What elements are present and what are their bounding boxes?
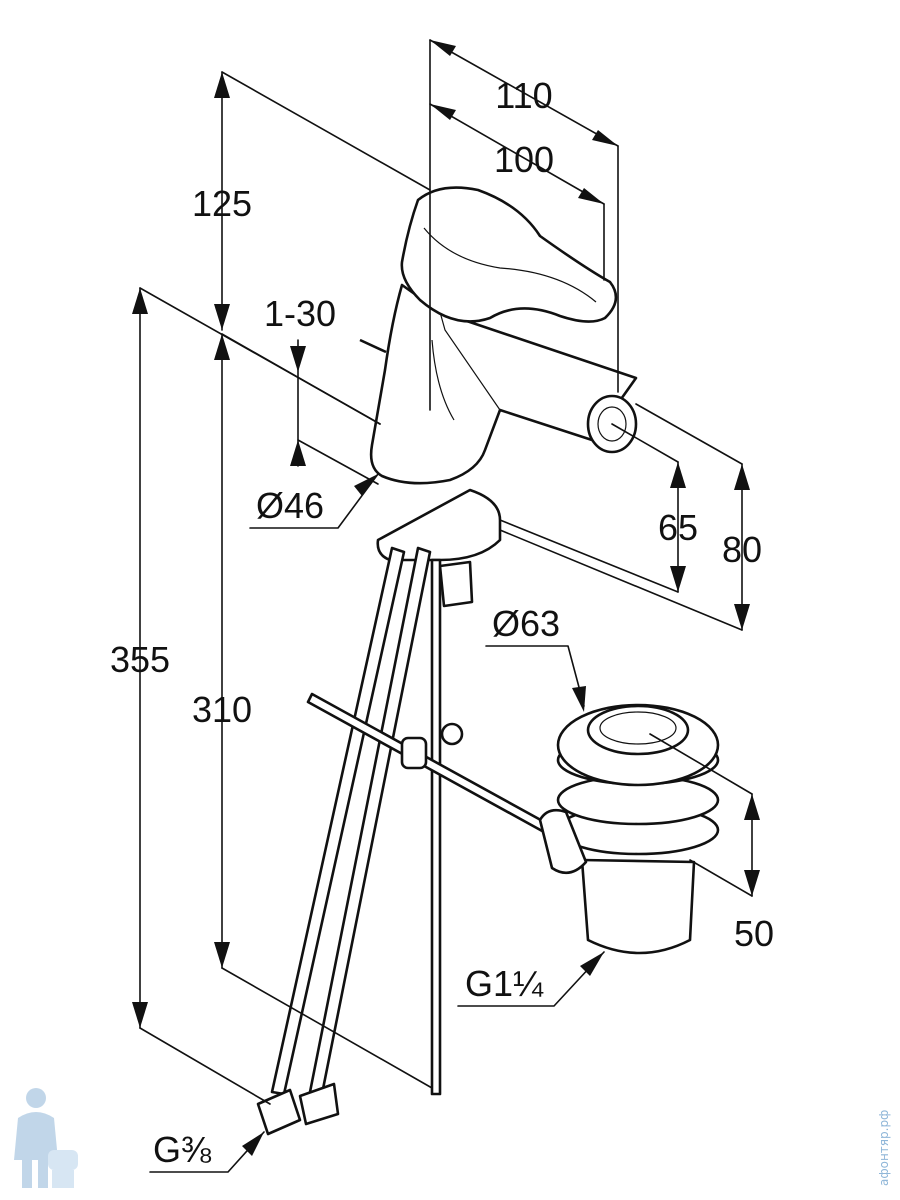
arrow — [578, 188, 604, 204]
arrow — [214, 72, 230, 98]
ext-line-355-bottom — [139, 1027, 271, 1105]
drain-tailpiece — [580, 858, 696, 955]
ext-line-310-bottom — [221, 967, 433, 1089]
popup-rod-top — [359, 338, 387, 354]
dimension-lines — [132, 39, 760, 1173]
drain-rod-housing — [538, 808, 588, 875]
watermark: афонтяр.рф — [14, 1088, 891, 1188]
arrow — [290, 346, 306, 372]
label-dia46: Ø46 — [256, 485, 324, 526]
rod-clamp — [400, 736, 428, 770]
ext-line-310-top — [221, 333, 381, 425]
hose-connector-left — [256, 1088, 302, 1136]
ext-line-125-top — [221, 71, 431, 191]
hose-right — [308, 546, 432, 1096]
label-310: 310 — [192, 689, 252, 730]
lever-edge — [423, 227, 597, 303]
drain-plug-inner — [599, 711, 677, 745]
ext-line-65-bottom — [499, 519, 679, 593]
watermark-site: афонтяр.рф — [877, 1110, 891, 1186]
ext-line-50-top — [649, 733, 753, 795]
clamp-screw — [440, 722, 464, 746]
arrow — [592, 130, 618, 146]
arrow — [214, 304, 230, 330]
dim-line-100 — [429, 103, 605, 205]
drain-assembly — [538, 703, 720, 955]
arrow — [734, 604, 750, 630]
arrow — [744, 794, 760, 820]
faucet — [256, 186, 638, 1136]
label-g38: G⅜ — [153, 1129, 212, 1170]
arrow — [580, 952, 604, 976]
label-80: 80 — [722, 529, 762, 570]
arrow — [744, 870, 760, 896]
arrow — [242, 1132, 264, 1156]
label-355: 355 — [110, 639, 170, 680]
label-100: 100 — [494, 139, 554, 180]
leader-dia63 — [485, 645, 585, 707]
label-125: 125 — [192, 183, 252, 224]
arrow — [214, 942, 230, 968]
arrow — [670, 462, 686, 488]
hose-connector-right — [298, 1082, 340, 1126]
dimension-labels: 110 100 125 1-30 Ø46 65 80 355 310 Ø63 5… — [110, 75, 774, 1170]
base-plate — [376, 488, 502, 562]
lever-handle — [400, 186, 618, 323]
faucet-body — [369, 283, 638, 485]
plumber-logo-icon — [14, 1088, 78, 1188]
arrow — [132, 1002, 148, 1028]
ext-line-1-30 — [297, 439, 379, 485]
dim-line-110 — [429, 39, 619, 147]
mounting-nut — [438, 560, 474, 608]
label-65: 65 — [658, 507, 698, 548]
arrow — [430, 104, 456, 120]
label-110: 110 — [495, 75, 552, 116]
arrow — [214, 334, 230, 360]
body-highlight — [431, 339, 455, 421]
mounting-stud — [430, 558, 442, 1096]
label-g114: G1¼ — [465, 963, 544, 1004]
arrow — [430, 40, 456, 56]
ext-line-50-bottom — [689, 859, 753, 897]
ext-line-80-top — [635, 403, 743, 465]
arrow — [572, 686, 586, 712]
arrow — [354, 474, 378, 496]
arrow — [290, 440, 306, 466]
label-50: 50 — [734, 913, 774, 954]
label-dia63: Ø63 — [492, 603, 560, 644]
ext-line-65-top — [611, 423, 679, 463]
aerator-inner — [597, 406, 627, 442]
arrow — [670, 566, 686, 592]
ext-line-80-bottom — [499, 529, 743, 631]
arrow — [734, 464, 750, 490]
arrow — [132, 288, 148, 314]
label-1-30: 1-30 — [264, 293, 336, 334]
spout-edge — [439, 311, 501, 411]
